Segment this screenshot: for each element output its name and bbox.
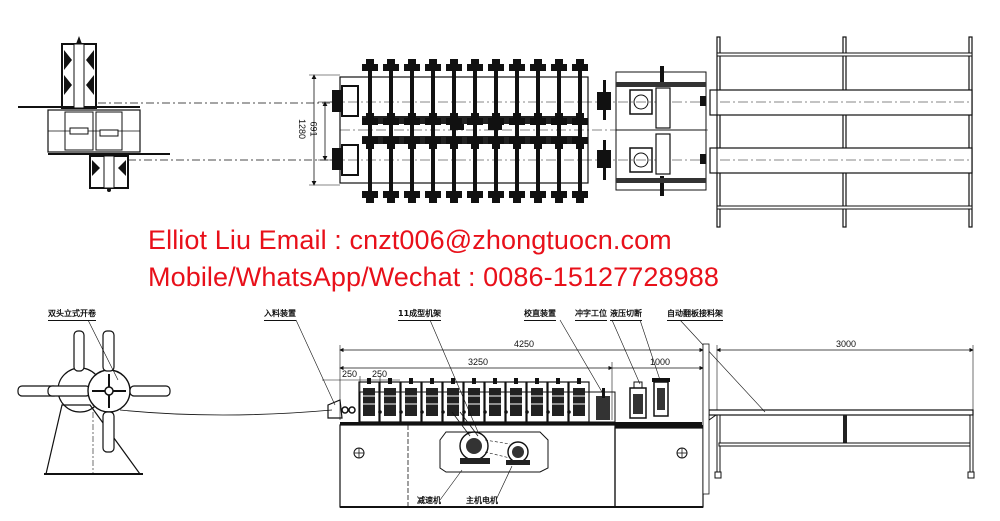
runout-table-top-view	[709, 36, 973, 228]
label-decoiler: 双头立式开卷	[48, 309, 96, 321]
label-main-motor: 主机电机	[466, 496, 498, 508]
dim-line-spacing: 691	[308, 121, 319, 137]
dim-forming-length: 3250	[468, 357, 489, 367]
dim-overall-width: 1280	[297, 118, 308, 140]
decoiler-top-view	[18, 36, 330, 192]
label-reducer: 减速机	[417, 496, 441, 508]
dim-stand-pitch-2: 250	[372, 369, 388, 379]
label-forming-stands: 11成型机架	[398, 309, 442, 321]
label-feeding: 入料装置	[264, 309, 296, 321]
dim-cut-section: 1000	[650, 357, 671, 367]
dim-stand-pitch-1: 250	[342, 369, 358, 379]
forming-machine-side-view	[295, 319, 704, 508]
label-hydraulic-cut: 液压切断	[610, 309, 642, 321]
decoiler-side-view	[17, 319, 333, 475]
dim-table-length: 3000	[836, 339, 857, 349]
contact-email-line: Elliot Liu Email : cnzt006@zhongtuocn.co…	[148, 225, 672, 255]
dim-total-length: 4250	[514, 339, 535, 349]
forming-machine-top-view	[309, 59, 708, 203]
contact-phone-line: Mobile/WhatsApp/Wechat : 0086-1512772898…	[148, 262, 719, 292]
label-straightener: 校直装置	[524, 309, 556, 321]
runout-table-side-view	[679, 319, 975, 495]
label-punching: 冲字工位	[575, 309, 607, 321]
label-runout-table: 自动翻板接料架	[667, 309, 723, 321]
